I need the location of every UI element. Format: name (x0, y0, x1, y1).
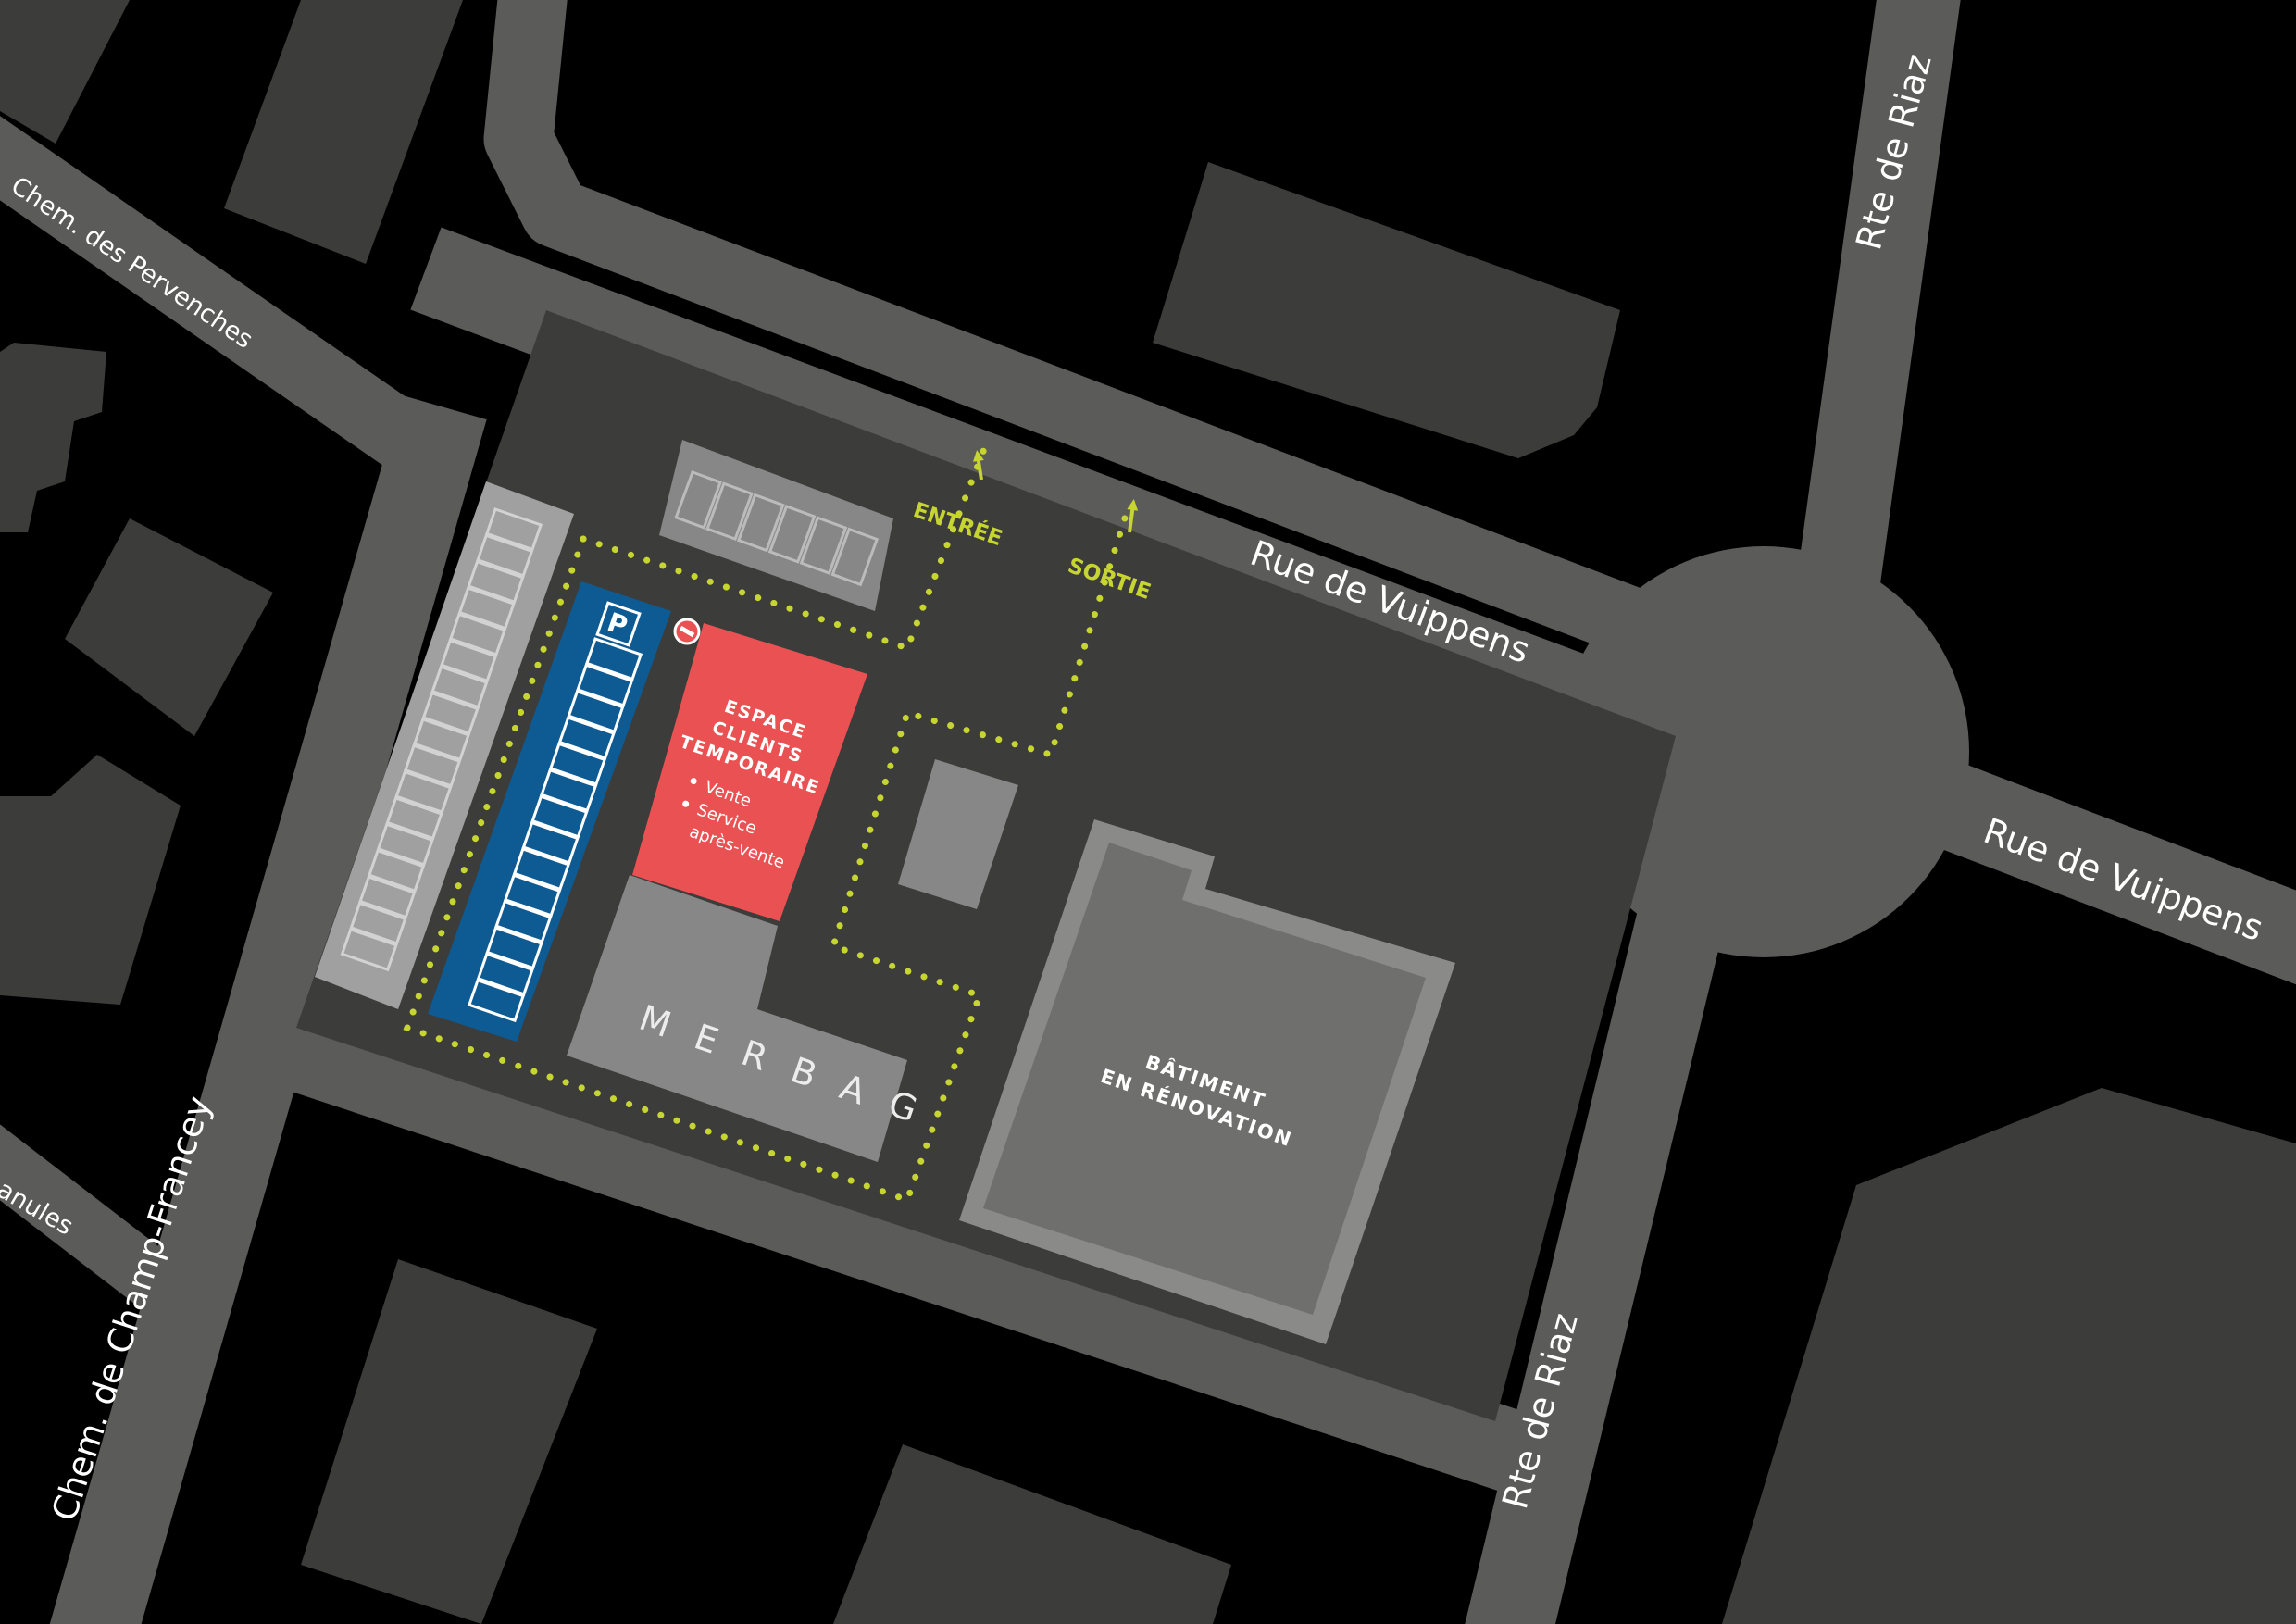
parking-blue: P (428, 581, 671, 1042)
bullet-1 (690, 778, 697, 785)
blue-parking-stalls (468, 637, 643, 1023)
entry-arrow (972, 450, 984, 481)
garage-stalls (674, 470, 880, 587)
temp-space (632, 623, 867, 921)
building-left-1 (0, 343, 106, 532)
building-center-top (1153, 162, 1620, 458)
bullet-2 (682, 800, 690, 807)
merbag-building (567, 875, 907, 1162)
route-inner-loop (403, 506, 1131, 1205)
road-campanules (0, 1124, 181, 1311)
small-building (898, 759, 1018, 909)
roundabout (1558, 546, 1969, 957)
road-south (245, 997, 1532, 1493)
garage-top (659, 440, 893, 611)
building-left-2 (65, 518, 273, 736)
building-top-left (0, 0, 130, 144)
building-top (224, 0, 463, 264)
road-pervenches (0, 116, 474, 501)
road-north-loop (483, 0, 1763, 700)
grey-parking-stalls (340, 507, 543, 972)
route (403, 445, 1139, 1205)
building-left-3 (0, 755, 181, 1005)
building-bottom-left (301, 1259, 597, 1624)
exit-arrow (1127, 499, 1139, 533)
parking-strip-grey (315, 481, 574, 1009)
building-bottom-center (833, 1444, 1231, 1624)
route-loop (580, 445, 988, 653)
renovation-building (959, 819, 1455, 1344)
building-bottom-right (1722, 1088, 2296, 1624)
no-entry-icon (673, 618, 701, 645)
